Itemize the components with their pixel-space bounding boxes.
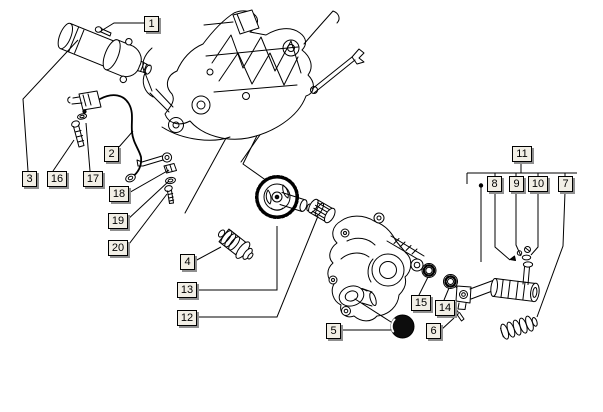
leader-line-16	[52, 139, 75, 172]
part-label-3[interactable]: 3	[22, 171, 37, 187]
leader-line-12	[197, 215, 319, 318]
washer-ring-part15	[410, 258, 437, 278]
washer-part17	[76, 109, 88, 120]
nut-part14	[443, 274, 460, 291]
starter-motor-drawing	[57, 22, 152, 84]
rubber-cap-part5	[390, 314, 415, 339]
leader-line-19	[125, 180, 170, 222]
part-label-15[interactable]: 15	[411, 295, 431, 311]
return-spring-part7	[499, 315, 538, 340]
part-label-1[interactable]: 1	[144, 16, 159, 32]
leader-line-20	[125, 193, 168, 249]
part-label-6[interactable]: 6	[426, 323, 441, 339]
leader-line-9	[515, 192, 522, 257]
terminal-fasteners-18-19-20	[163, 163, 177, 204]
motor-bolt-part1	[94, 26, 112, 37]
kickstart-lever-drawing	[455, 246, 540, 340]
part-label-18[interactable]: 18	[109, 186, 129, 202]
sector-gear-part13	[255, 175, 312, 219]
part-label-20[interactable]: 20	[108, 240, 128, 256]
leader-dot	[478, 183, 484, 188]
part-label-17[interactable]: 17	[83, 171, 103, 187]
leader-line-6	[440, 317, 455, 331]
part-label-5[interactable]: 5	[326, 323, 341, 339]
engine-crankcase-drawing	[142, 9, 365, 141]
leader-line-10	[530, 192, 539, 256]
leader-line-8	[494, 192, 511, 261]
leader-line-4	[194, 246, 222, 262]
part-label-10[interactable]: 10	[528, 176, 548, 192]
part-label-14[interactable]: 14	[435, 300, 455, 316]
part-label-8[interactable]: 8	[487, 176, 502, 192]
part-label-2[interactable]: 2	[104, 146, 119, 162]
leader-line-13	[197, 226, 278, 291]
leader-line-7	[536, 191, 566, 318]
part-label-13[interactable]: 13	[177, 282, 197, 298]
part-label-19[interactable]: 19	[108, 213, 128, 229]
part-label-9[interactable]: 9	[509, 176, 524, 192]
part-label-4[interactable]: 4	[180, 254, 195, 270]
leader-line-3	[22, 39, 79, 172]
leader-line-14	[443, 287, 450, 301]
leader-line-15	[418, 276, 429, 296]
kickstart-pedal	[490, 277, 540, 303]
crankcase-cover-drawing	[327, 212, 425, 323]
part-label-16[interactable]: 16	[47, 171, 67, 187]
mounting-bolt-part16	[71, 120, 85, 148]
leader-line-2	[118, 130, 134, 148]
part-label-12[interactable]: 12	[177, 310, 197, 326]
leader-line-18	[126, 169, 170, 195]
leader-line-1	[100, 22, 144, 32]
leader-line-17	[85, 122, 91, 172]
part-label-7[interactable]: 7	[558, 176, 573, 192]
part-label-11[interactable]: 11	[512, 146, 532, 162]
starter-bendix-part4	[217, 228, 254, 260]
pinion-gear-part12	[308, 198, 336, 224]
